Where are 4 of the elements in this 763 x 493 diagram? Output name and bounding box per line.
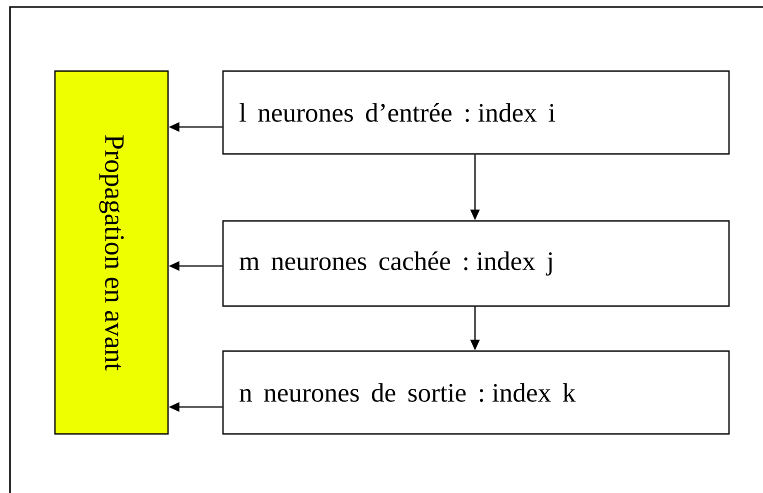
process-box: l neurones d’entrée : index i — [222, 70, 730, 155]
process-box: m neurones cachée : index j — [222, 220, 730, 307]
vertical-label-box: Propagation en avant — [54, 70, 169, 435]
process-box: n neurones de sortie : index k — [222, 350, 730, 435]
